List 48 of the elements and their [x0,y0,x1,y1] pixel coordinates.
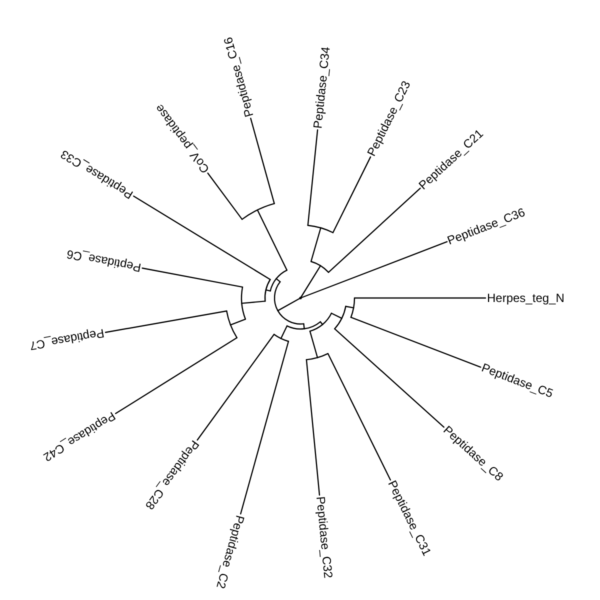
branch-line [142,268,244,288]
branch-arc [264,278,271,302]
branch-line [277,297,302,312]
branch-line [133,196,271,280]
branch-line [327,352,392,481]
branch-arc [350,297,356,318]
branch-arc [240,286,246,320]
branch-line [196,334,275,441]
branch-line [300,265,322,299]
taxon-label: Peptidase_C34 [311,46,332,130]
branch-line [250,118,275,204]
branch-line [240,340,290,514]
branch-arc [241,202,275,220]
branch-arc [307,224,334,234]
branch-arc [273,334,290,342]
branch-line [280,325,288,340]
branch-line [207,172,243,220]
branch-line [300,241,448,299]
branch-arc [274,281,304,325]
branch-line [345,306,354,308]
branch-line [306,359,320,496]
branch-arc [309,312,332,332]
branch-line [265,289,271,292]
branch-line [307,129,318,226]
branch-line [230,318,246,326]
branch-line [115,337,238,414]
branch-arc [270,270,288,292]
branch-line [332,156,372,234]
branch-line [256,209,288,271]
taxon-label: Peptidase_C32 [313,496,334,579]
branch-line [309,330,318,358]
branch-line [334,328,445,428]
branch-arc [286,321,321,330]
branch-line [354,297,486,299]
branch-line [328,188,421,273]
branch-arc [310,260,330,273]
branch-line [330,312,342,319]
branch-line [104,310,228,333]
branch-arc [226,310,238,338]
branch-line [310,227,322,262]
branch-line [276,278,281,282]
branch-line [241,300,266,304]
branch-line [350,316,482,368]
branch-line [320,321,324,326]
branch-arc [306,352,329,360]
branch-line [303,323,305,330]
branch-arc [334,306,346,330]
taxon-label: Herpes_teg_N [487,292,564,304]
